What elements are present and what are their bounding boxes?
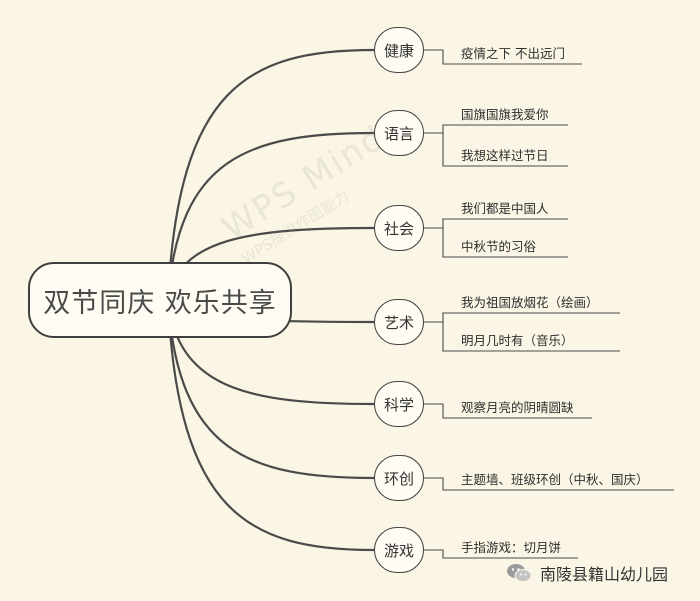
leaf-topic[interactable]: 中秋节的习俗	[461, 239, 537, 254]
branch-node-art[interactable]: 艺术	[374, 299, 424, 345]
leaf-topic[interactable]: 国旗国旗我爱你	[461, 107, 549, 122]
account-name: 南陵县籍山幼儿园	[540, 565, 669, 584]
leaf-connector	[424, 49, 582, 65]
branch-node-science[interactable]: 科学	[374, 381, 424, 427]
leaf-topic[interactable]: 我们都是中国人	[461, 201, 549, 216]
leaf-connector	[424, 477, 674, 491]
branch-node-games[interactable]: 游戏	[374, 527, 424, 573]
branch-connector	[166, 131, 375, 301]
branch-node-environment[interactable]: 环创	[374, 455, 424, 501]
leaf-connector	[442, 124, 568, 133]
leaf-connector	[424, 403, 592, 419]
leaf-topic[interactable]: 主题墙、班级环创（中秋、国庆）	[461, 472, 649, 487]
leaf-connector	[442, 312, 620, 322]
branch-node-language[interactable]: 语言	[374, 110, 424, 156]
leaf-topic[interactable]: 明月几时有（音乐）	[461, 333, 574, 348]
leaf-topic[interactable]: 观察月亮的阴晴圆缺	[461, 400, 574, 415]
branch-node-society[interactable]: 社会	[374, 205, 424, 251]
leaf-topic[interactable]: 我为祖国放烟花（绘画）	[461, 295, 599, 310]
central-topic[interactable]: 双节同庆 欢乐共享	[28, 262, 292, 338]
leaf-topic[interactable]: 我想这样过节日	[461, 148, 549, 163]
branch-node-health[interactable]: 健康	[374, 27, 424, 73]
account-footer: 南陵县籍山幼儿园	[506, 561, 668, 585]
branch-connector	[166, 299, 375, 480]
leaf-topic[interactable]: 疫情之下 不出远门	[461, 46, 565, 61]
branch-connector	[166, 299, 375, 552]
leaf-connector	[424, 549, 578, 559]
branch-connector	[166, 48, 375, 301]
wechat-icon	[506, 563, 532, 583]
leaf-topic[interactable]: 手指游戏：切月饼	[461, 540, 562, 555]
leaf-connector	[442, 133, 568, 167]
leaf-connector	[442, 228, 568, 258]
leaf-connector	[442, 218, 568, 228]
leaf-connector	[442, 322, 620, 352]
